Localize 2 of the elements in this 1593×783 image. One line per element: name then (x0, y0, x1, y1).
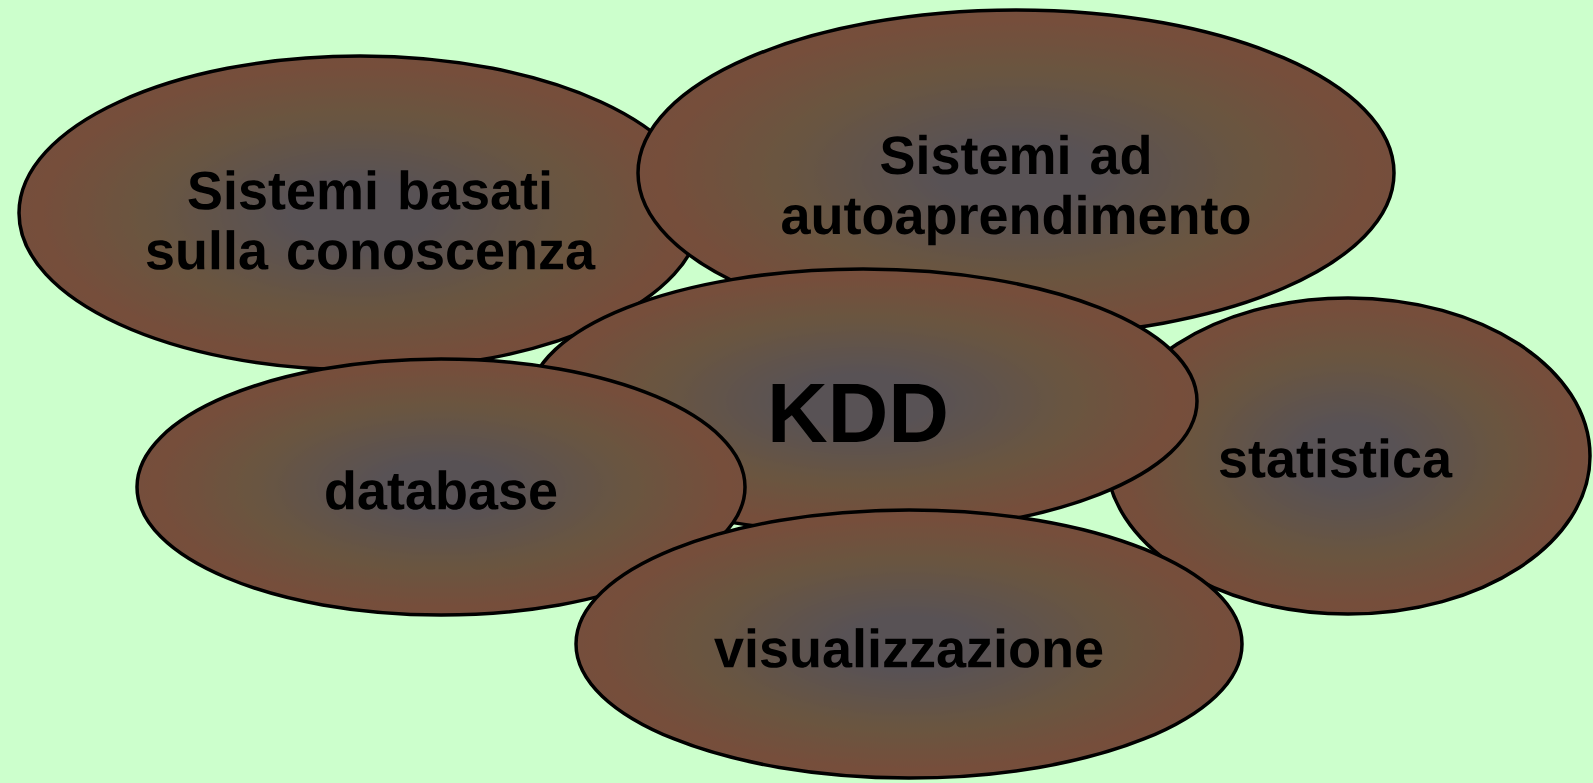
ellipse-node: database (135, 357, 747, 617)
ellipse-node: visualizzazione (574, 508, 1244, 780)
